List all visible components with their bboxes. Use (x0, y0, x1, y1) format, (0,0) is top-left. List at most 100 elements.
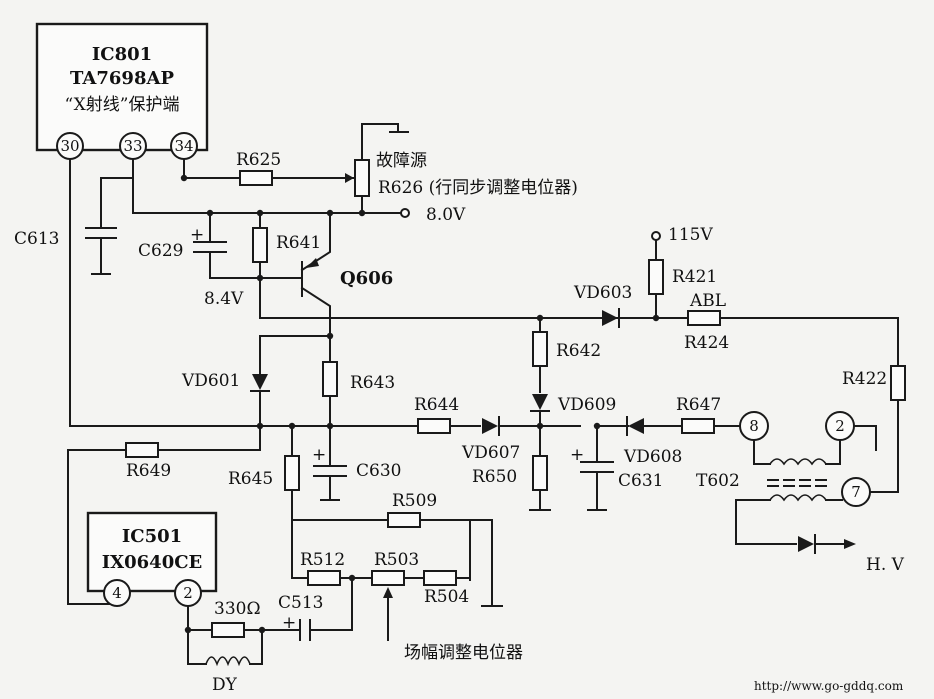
hv-label: H. V (866, 555, 905, 575)
hv-diode (798, 534, 856, 554)
watermark-url: http://www.go-gddq.com (754, 679, 904, 693)
r626-label: R626 (行同步调整电位器) (378, 178, 578, 198)
wire-r649 (67, 425, 261, 605)
r512-label: R512 (300, 550, 345, 570)
dy-label: DY (212, 675, 238, 695)
ic801-pin-33-label: 33 (123, 137, 142, 155)
c513-capacitor: + (261, 613, 311, 641)
c513-label: C513 (278, 593, 323, 613)
ic501-block: IC501 IX0640CE 4 2 (86, 511, 218, 607)
voltage-115v-label: 115V (668, 225, 713, 245)
r644-resistor (417, 418, 451, 434)
ic801-body (35, 22, 209, 152)
ic501-body (86, 511, 218, 593)
vd608-diode (626, 416, 644, 436)
r650-label: R650 (472, 467, 517, 487)
svg-text:+: + (190, 225, 204, 245)
r422-label: R422 (842, 369, 887, 389)
r421-resistor (648, 259, 664, 295)
ic501-pin-4 (103, 579, 131, 607)
r645-resistor (284, 455, 300, 491)
q606-label: Q606 (340, 268, 393, 289)
t602-transformer (735, 439, 843, 545)
c613-label: C613 (14, 229, 59, 249)
r509-label: R509 (392, 491, 437, 511)
r512-resistor (307, 570, 341, 586)
terminal-8v (400, 208, 410, 218)
t602-pin-2-label: 2 (835, 417, 845, 435)
ic501-pin-4-label: 4 (112, 584, 122, 602)
r503-potentiometer (371, 570, 405, 586)
r649-resistor (125, 442, 159, 458)
r647-resistor (681, 418, 715, 434)
ic801-function: “X射线”保护端 (65, 95, 180, 115)
r644-label: R644 (414, 395, 459, 415)
r503-label: R503 (374, 550, 419, 570)
r424-resistor (687, 310, 721, 326)
dy-coil (205, 656, 251, 667)
c629-label: C629 (138, 241, 183, 261)
r645-label: R645 (228, 469, 273, 489)
ic801-pin-30-label: 30 (60, 137, 79, 155)
r424-label: R424 (684, 333, 729, 353)
vd603-label: VD603 (573, 283, 632, 303)
c630-label: C630 (356, 461, 401, 481)
r649-label: R649 (126, 461, 171, 481)
r626-wiper-arrow (345, 173, 354, 183)
r330-label: 330Ω (214, 599, 261, 619)
vd601-diode (250, 374, 270, 392)
r422-resistor (890, 365, 906, 401)
r503-wiper-arrow (383, 587, 393, 598)
r641-resistor (252, 227, 268, 263)
ic501-pin-2-label: 2 (183, 584, 193, 602)
vd609-diode (530, 394, 550, 427)
ic801-pin-34-label: 34 (174, 137, 193, 155)
pot-description: 场幅调整电位器 (404, 643, 523, 663)
ic801-part: TA7698AP (70, 68, 174, 89)
voltage-8v-label: 8.0V (426, 205, 466, 225)
t602-label: T602 (696, 471, 740, 491)
q606-transistor (300, 212, 331, 337)
t602-pin-7-label: 7 (851, 483, 861, 501)
wire-8v4 (259, 277, 899, 367)
svg-text:+: + (570, 445, 584, 465)
r641-label: R641 (276, 233, 321, 253)
r647-label: R647 (676, 395, 721, 415)
r504-resistor (423, 570, 457, 586)
t602-pin-8-label: 8 (749, 417, 759, 435)
r421-label: R421 (672, 267, 717, 287)
vd607-label: VD607 (461, 443, 520, 463)
voltage-8v4-label: 8.4V (204, 289, 244, 309)
wire-pin30 (69, 158, 419, 427)
terminal-115v (651, 231, 661, 241)
r642-label: R642 (556, 341, 601, 361)
c631-label: C631 (618, 471, 663, 491)
r650-resistor (532, 455, 548, 491)
r643-label: R643 (350, 373, 395, 393)
ic501-part: IX0640CE (102, 552, 203, 573)
c629-capacitor: + (190, 212, 301, 279)
abl-label: ABL (689, 291, 726, 311)
r643-resistor (322, 361, 338, 397)
t602-pin-7 (841, 477, 871, 507)
svg-text:+: + (312, 445, 326, 465)
vd609-label: VD609 (557, 395, 616, 415)
r625-label: R625 (236, 150, 281, 170)
vd607-diode (482, 416, 500, 436)
ic501-pin-2 (174, 579, 202, 607)
r330-resistor (211, 622, 245, 638)
vd608-label: VD608 (623, 447, 682, 467)
vd603-diode (602, 308, 620, 328)
node-34 (180, 174, 188, 182)
node-d (358, 209, 366, 217)
r504-label: R504 (424, 587, 469, 607)
ic801-name: IC801 (92, 44, 152, 65)
vd601-label: VD601 (181, 371, 240, 391)
c613-capacitor (85, 227, 117, 275)
r642-resistor (532, 331, 548, 367)
r626-potentiometer (354, 159, 370, 197)
ic801-block: IC801 TA7698AP “X射线”保护端 30 33 34 (35, 22, 209, 160)
c630-capacitor: + (312, 425, 347, 501)
